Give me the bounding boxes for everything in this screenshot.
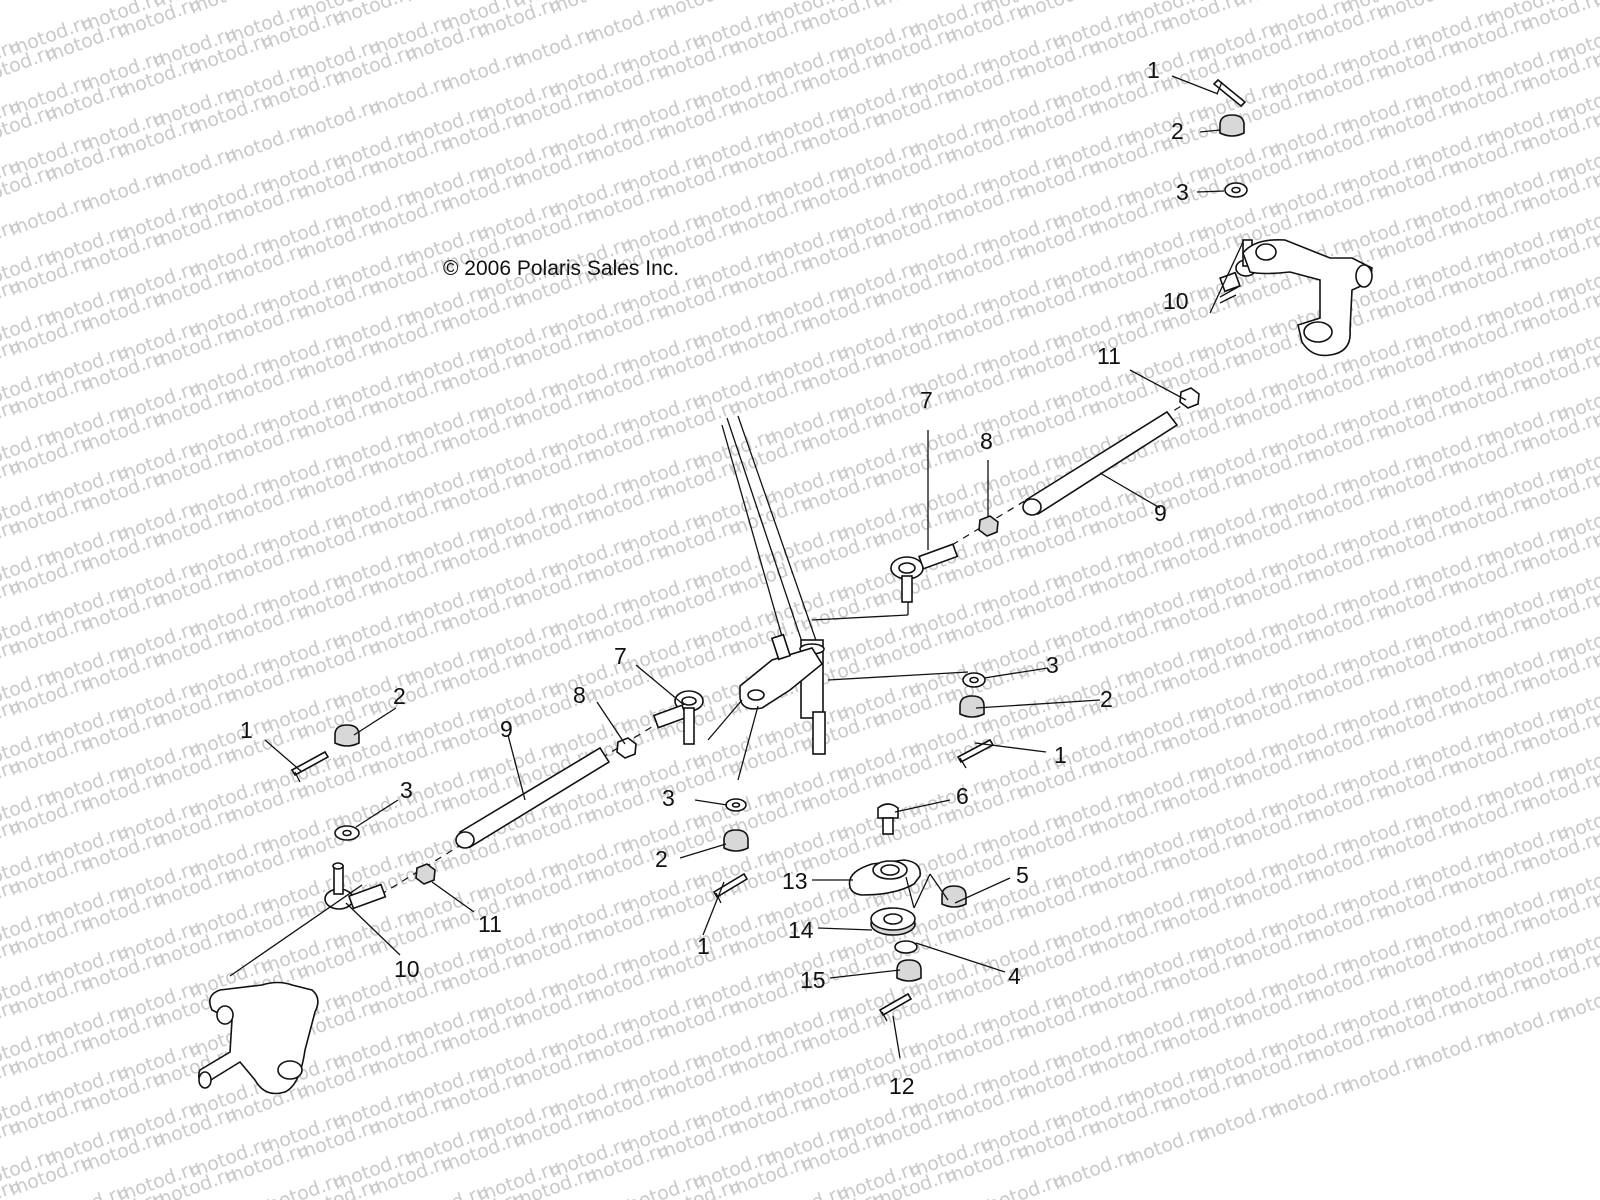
callout-7: 7 <box>614 643 627 669</box>
callout-11: 11 <box>478 911 502 937</box>
callout-8: 8 <box>980 428 993 454</box>
copyright-notice: © 2006 Polaris Sales Inc. <box>443 257 679 280</box>
callout-4: 4 <box>1008 963 1021 989</box>
callout-7: 7 <box>920 387 933 413</box>
callout-2: 2 <box>393 683 406 709</box>
callout-14: 14 <box>788 917 814 943</box>
callout-1: 1 <box>697 933 710 959</box>
callout-10: 10 <box>1163 288 1189 314</box>
callout-9: 9 <box>500 716 513 742</box>
callout-2: 2 <box>1100 686 1113 712</box>
callout-11: 11 <box>1097 343 1121 369</box>
callout-3: 3 <box>662 785 675 811</box>
watermark-text: motod.ru <box>0 1174 24 1200</box>
callout-6: 6 <box>956 783 969 809</box>
callout-3: 3 <box>1046 652 1059 678</box>
callout-2: 2 <box>1171 118 1184 144</box>
fasteners-bottom-left <box>290 724 360 841</box>
callout-5: 5 <box>1016 862 1029 888</box>
fasteners-center <box>712 672 995 904</box>
watermark-text: motod.ru <box>1590 0 1600 13</box>
leader-lines <box>264 75 1244 1059</box>
callout-2: 2 <box>655 846 668 872</box>
tie-rod-assembly-left <box>198 690 704 1095</box>
callout-1: 1 <box>1147 57 1160 83</box>
callout-3: 3 <box>1176 179 1189 205</box>
callout-15: 15 <box>800 967 826 993</box>
callout-13: 13 <box>782 868 808 894</box>
fasteners-top-right <box>1212 78 1248 198</box>
pivot-bearing-assembly <box>848 803 967 1022</box>
callout-12: 12 <box>889 1073 915 1099</box>
callout-1: 1 <box>240 717 253 743</box>
callout-8: 8 <box>573 682 586 708</box>
callout-3: 3 <box>400 777 413 803</box>
callout-labels: 1 2 3 10 11 7 8 9 3 2 1 7 8 9 2 1 3 11 1… <box>240 57 1189 1099</box>
callout-9: 9 <box>1154 500 1167 526</box>
callout-10: 10 <box>394 956 420 982</box>
callout-1: 1 <box>1054 742 1067 768</box>
steering-column <box>707 415 969 781</box>
